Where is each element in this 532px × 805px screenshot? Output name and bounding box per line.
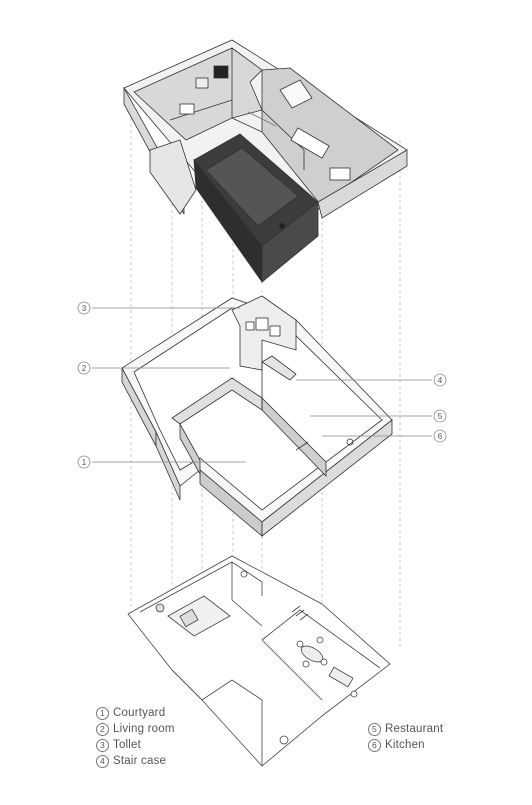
- legend-label: Kitchen: [385, 739, 425, 751]
- callout-1: 1: [82, 458, 87, 467]
- callout-leaders: [92, 307, 432, 463]
- legend-label: Tollet: [113, 739, 142, 751]
- legend-number: 2: [96, 722, 109, 736]
- legend-label: Living room: [113, 723, 175, 735]
- legend-label: Restaurant: [385, 723, 444, 735]
- callout-2: 2: [82, 364, 87, 373]
- callout-5: 5: [438, 412, 443, 421]
- legend-item-living-room: 2 Living room: [96, 721, 175, 737]
- legend-item-restaurant: 5 Restaurant: [368, 721, 443, 737]
- legend-label: Stair case: [113, 755, 167, 767]
- legend-label: Courtyard: [113, 707, 166, 719]
- legend-item-kitchen: 6 Kitchen: [368, 737, 443, 753]
- legend-number: 5: [368, 722, 381, 736]
- callout-6: 6: [438, 432, 443, 441]
- legend-number: 1: [96, 706, 109, 720]
- callout-markers: [77, 301, 447, 469]
- callout-3: 3: [82, 304, 87, 313]
- legend-left: 1 Courtyard 2 Living room 3 Tollet 4 Sta…: [96, 705, 175, 769]
- legend-number: 3: [96, 738, 109, 752]
- legend-number: 4: [96, 754, 109, 768]
- wall-massing-model: [121, 295, 393, 537]
- legend-item-courtyard: 1 Courtyard: [96, 705, 175, 721]
- floor-plan: [127, 555, 391, 767]
- legend-number: 6: [368, 738, 381, 752]
- legend-right: 5 Restaurant 6 Kitchen: [368, 721, 443, 753]
- callout-4: 4: [438, 376, 443, 385]
- legend-item-toilet: 3 Tollet: [96, 737, 175, 753]
- legend-item-stair-case: 4 Stair case: [96, 753, 175, 769]
- furnished-model: [123, 39, 408, 284]
